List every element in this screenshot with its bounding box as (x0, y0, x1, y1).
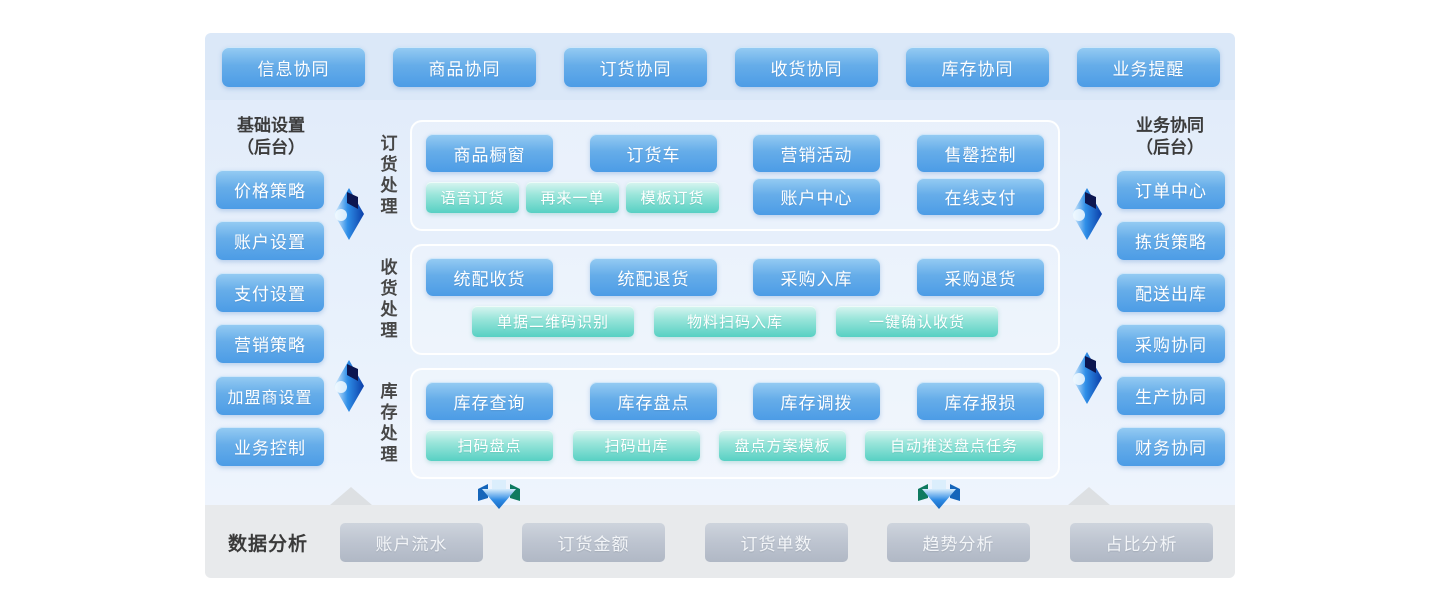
top-band (205, 33, 1235, 100)
left-panel-title: 基础设置 （后台） (211, 115, 331, 159)
flow-arrow-left-top-icon (334, 188, 364, 240)
node-account-center[interactable]: 账户中心 (753, 178, 880, 215)
left-button-account-settings[interactable]: 账户设置 (216, 221, 324, 260)
node-soldout-control[interactable]: 售罄控制 (917, 134, 1044, 172)
bottom-button-order-count[interactable]: 订货单数 (705, 523, 848, 562)
node-inventory-transfer[interactable]: 库存调拨 (753, 382, 880, 420)
node-auto-push-count-task[interactable]: 自动推送盘点任务 (865, 430, 1043, 461)
node-scan-outbound[interactable]: 扫码出库 (573, 430, 700, 461)
top-button-goods-collab[interactable]: 商品协同 (393, 47, 536, 87)
left-panel-title-line2: （后台） (237, 138, 305, 157)
node-reorder[interactable]: 再来一单 (526, 182, 619, 213)
section-label-inventory: 库存处理 (377, 382, 397, 466)
left-button-payment-settings[interactable]: 支付设置 (216, 273, 324, 312)
node-inventory-loss[interactable]: 库存报损 (917, 382, 1044, 420)
right-button-finance-collab[interactable]: 财务协同 (1117, 427, 1225, 466)
right-panel-title: 业务协同 （后台） (1110, 115, 1230, 159)
node-online-payment[interactable]: 在线支付 (917, 178, 1044, 215)
bottom-button-share-analysis[interactable]: 占比分析 (1070, 523, 1213, 562)
flow-arrow-down-right-icon (918, 480, 960, 509)
node-doc-qrcode-recognition[interactable]: 单据二维码识别 (472, 306, 634, 337)
flow-arrow-left-bottom-icon (334, 360, 364, 412)
node-material-scan-inbound[interactable]: 物料扫码入库 (654, 306, 816, 337)
node-voice-ordering[interactable]: 语音订货 (426, 182, 519, 213)
node-purchase-inbound[interactable]: 采购入库 (753, 258, 880, 296)
node-marketing-campaign[interactable]: 营销活动 (753, 134, 880, 172)
bottom-button-trend-analysis[interactable]: 趋势分析 (887, 523, 1030, 562)
top-button-receive-collab[interactable]: 收货协同 (735, 47, 878, 87)
node-unified-receiving[interactable]: 统配收货 (426, 258, 553, 296)
top-button-biz-reminder[interactable]: 业务提醒 (1077, 47, 1220, 87)
right-button-purchase-collab[interactable]: 采购协同 (1117, 324, 1225, 363)
node-purchase-returns[interactable]: 采购退货 (917, 258, 1044, 296)
right-panel-title-line1: 业务协同 (1136, 116, 1204, 135)
node-order-cart[interactable]: 订货车 (590, 134, 717, 172)
top-button-order-collab[interactable]: 订货协同 (564, 47, 707, 87)
node-product-showcase[interactable]: 商品橱窗 (426, 134, 553, 172)
right-button-order-center[interactable]: 订单中心 (1117, 170, 1225, 209)
left-button-marketing-strategy[interactable]: 营销策略 (216, 324, 324, 363)
left-button-franchisee-settings[interactable]: 加盟商设置 (216, 376, 324, 415)
section-label-ordering: 订货处理 (377, 134, 397, 218)
section-label-receiving: 收货处理 (377, 258, 397, 342)
left-button-price-strategy[interactable]: 价格策略 (216, 170, 324, 209)
right-panel-title-line2: （后台） (1136, 138, 1204, 157)
bottom-panel-label: 数据分析 (228, 534, 309, 555)
node-scan-count[interactable]: 扫码盘点 (426, 430, 553, 461)
node-inventory-query[interactable]: 库存查询 (426, 382, 553, 420)
right-button-picking-strategy[interactable]: 拣货策略 (1117, 221, 1225, 260)
left-button-business-control[interactable]: 业务控制 (216, 427, 324, 466)
top-button-inventory-collab[interactable]: 库存协同 (906, 47, 1049, 87)
node-unified-returns[interactable]: 统配退货 (590, 258, 717, 296)
flow-arrow-down-left-icon (478, 480, 520, 509)
node-inventory-count[interactable]: 库存盘点 (590, 382, 717, 420)
flow-arrow-right-bottom-icon (1072, 352, 1102, 404)
bottom-button-order-amount[interactable]: 订货金额 (522, 523, 665, 562)
node-oneclick-confirm-receipt[interactable]: 一键确认收货 (836, 306, 998, 337)
flow-arrow-right-top-icon (1072, 188, 1102, 240)
bottom-button-account-flow[interactable]: 账户流水 (340, 523, 483, 562)
top-button-info-collab[interactable]: 信息协同 (222, 47, 365, 87)
right-button-delivery-outbound[interactable]: 配送出库 (1117, 273, 1225, 312)
right-button-production-collab[interactable]: 生产协同 (1117, 376, 1225, 415)
diagram-canvas: 信息协同 商品协同 订货协同 收货协同 库存协同 业务提醒 基础设置 （后台） … (205, 33, 1235, 578)
left-panel-title-line1: 基础设置 (237, 116, 305, 135)
node-template-ordering[interactable]: 模板订货 (626, 182, 719, 213)
node-count-plan-template[interactable]: 盘点方案模板 (719, 430, 846, 461)
